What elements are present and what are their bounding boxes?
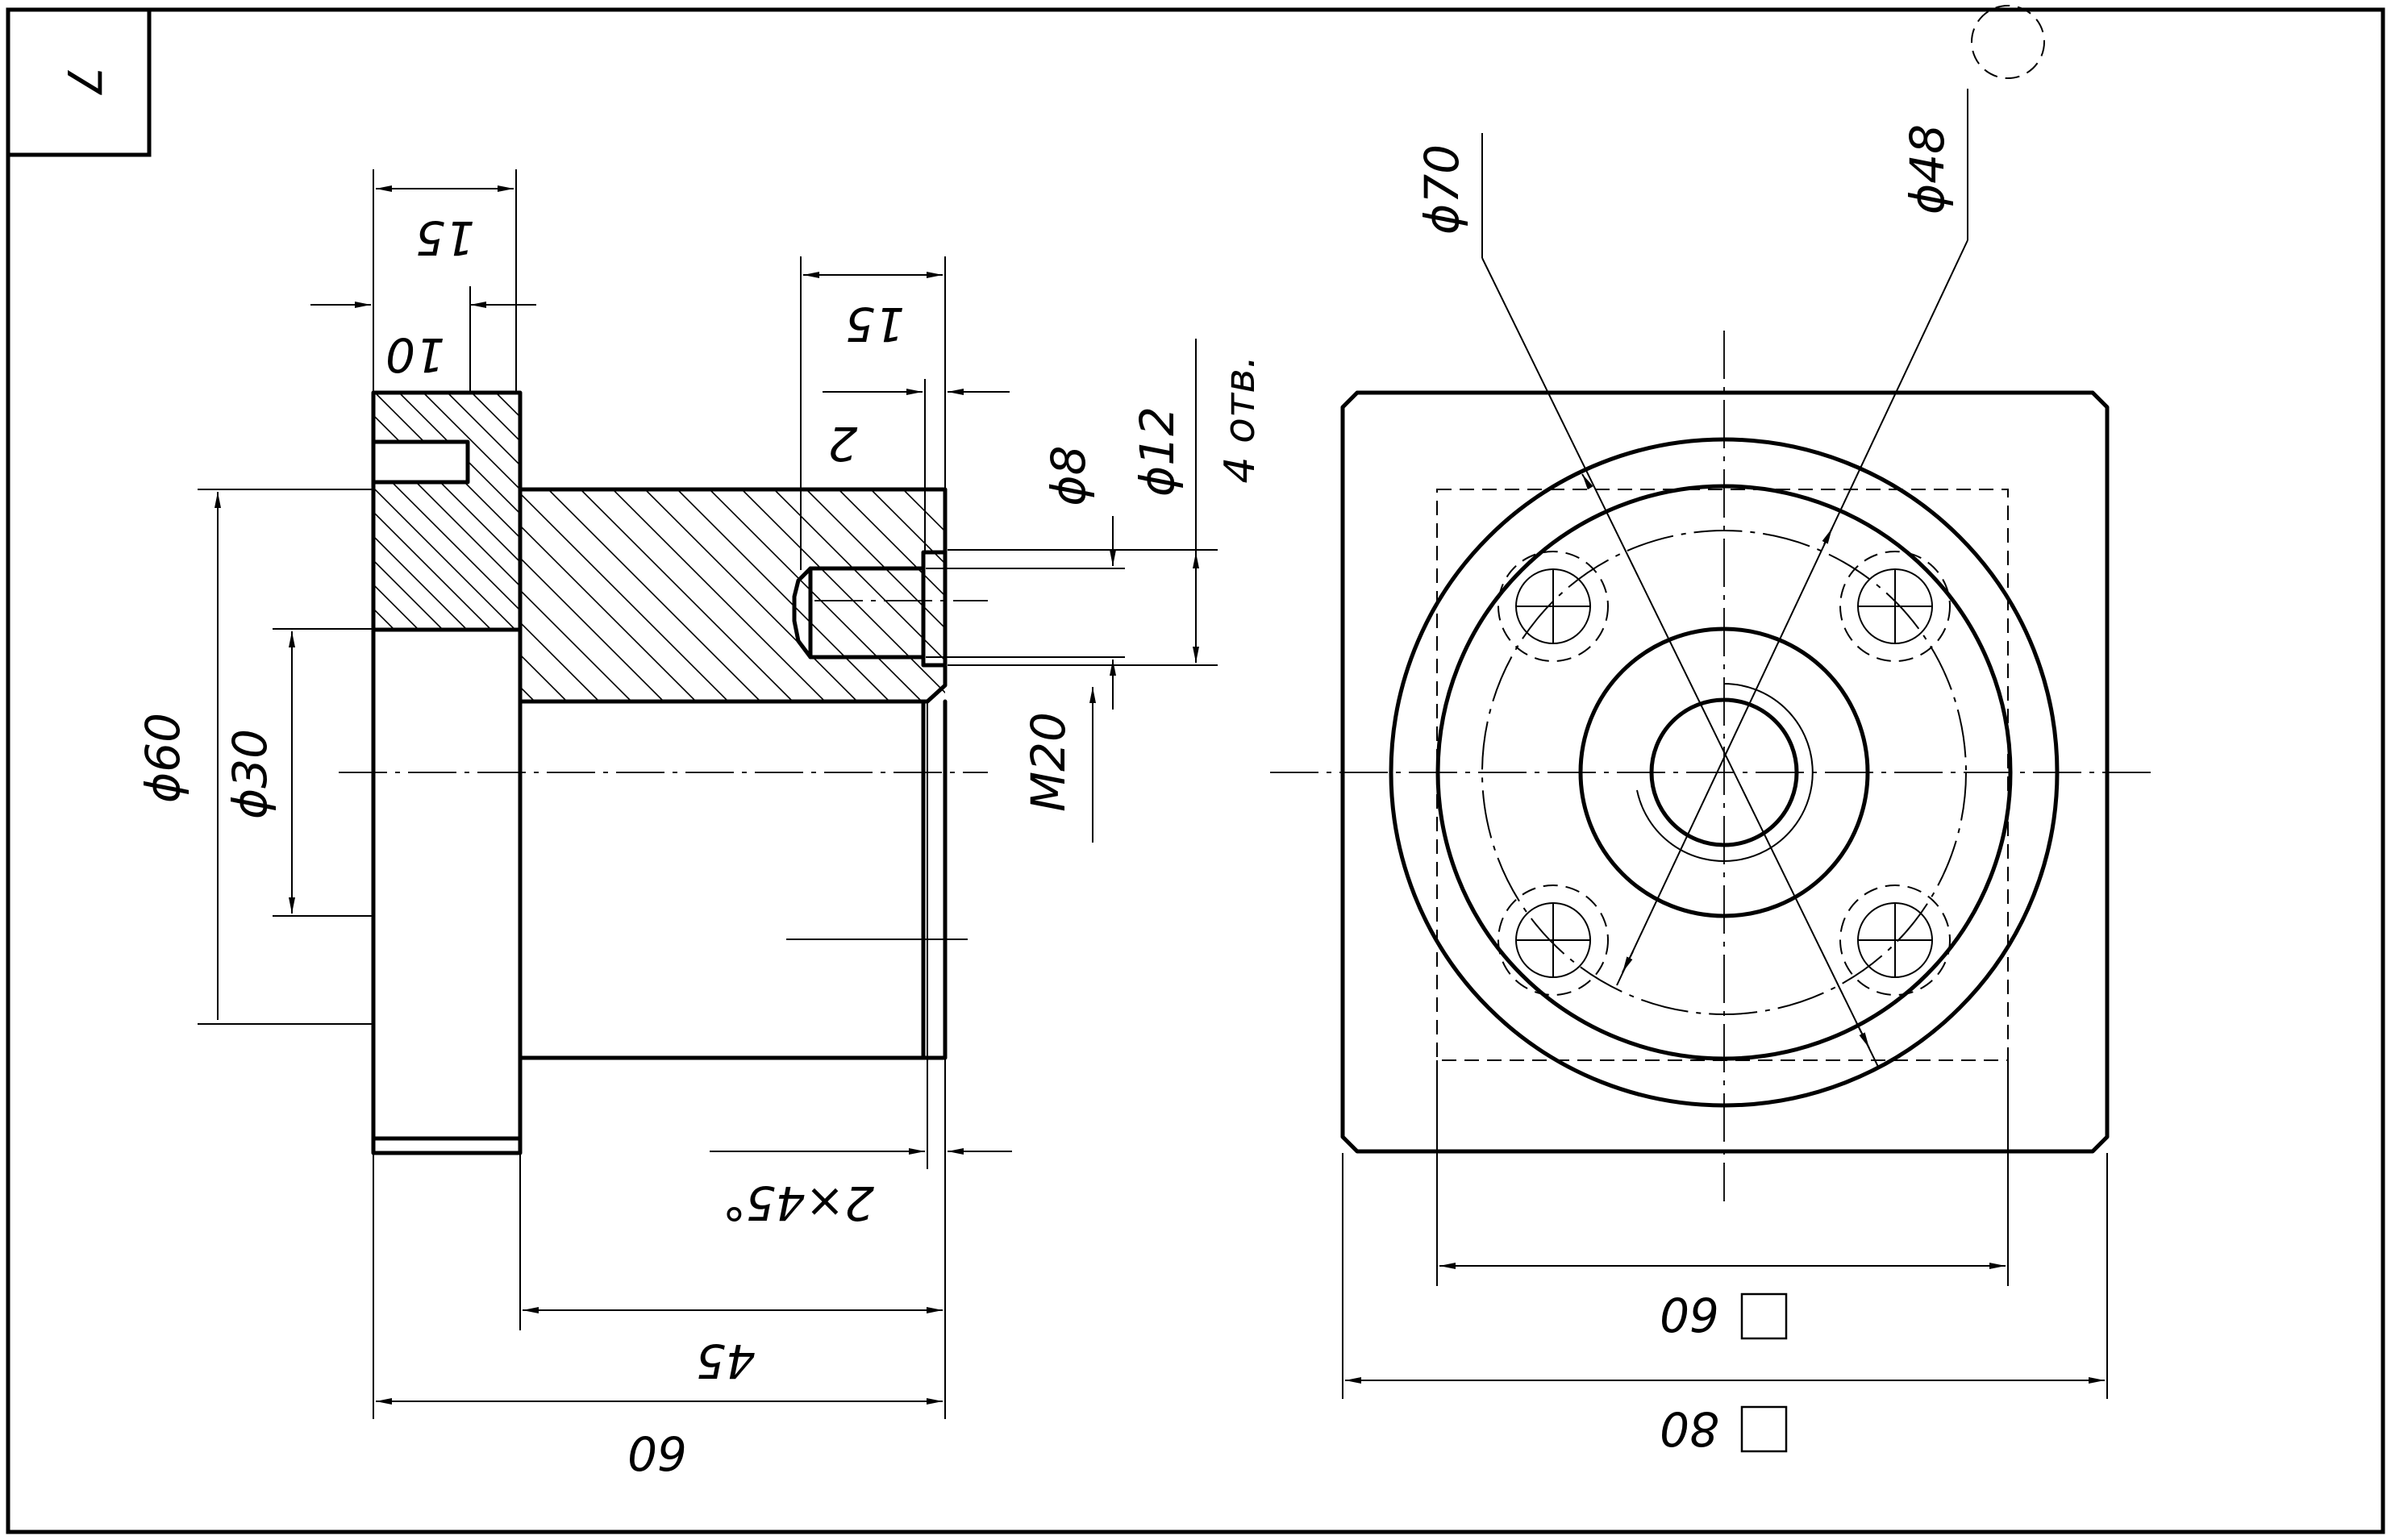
dim-width-15-right: 15: [845, 297, 905, 352]
square-symbol-60: [1740, 1292, 1788, 1340]
dim-length-60: 60: [627, 1426, 687, 1480]
hub-outline: [518, 487, 948, 704]
flange-slot: [371, 439, 470, 485]
section-hatching-body: [520, 489, 945, 701]
dim-width-2: 2: [828, 416, 858, 471]
dim-chamfer: 2×45°: [723, 1176, 874, 1230]
dim-square-60: 60: [1660, 1287, 1719, 1342]
section-hatching-flange: [373, 393, 520, 630]
dim-width-15-left: 15: [415, 210, 475, 265]
front-view: ϕ60 ϕ30 15 10 15 2 ϕ8: [135, 169, 1264, 1480]
bolt-hole-tr: [1839, 551, 1951, 662]
sheet-frame: [6, 7, 2385, 1534]
square-plate: [1340, 390, 2110, 1154]
dim-holes: 4 отв.: [1216, 356, 1264, 484]
bolt-hole-bl: [1497, 884, 1609, 996]
dim-d30: ϕ30: [223, 729, 277, 819]
dim-width-10: 10: [385, 327, 445, 382]
dim-thread-m20: M20: [1021, 712, 1076, 812]
dim-square-80: 80: [1660, 1401, 1719, 1456]
dim-d48: ϕ48: [1900, 124, 1955, 214]
dim-d12: ϕ12: [1130, 406, 1185, 497]
dim-d70: ϕ70: [1414, 144, 1469, 235]
sheet-number-box: [6, 7, 152, 157]
square-symbol-80: [1740, 1405, 1788, 1453]
dim-length-45: 45: [696, 1334, 756, 1388]
sheet-number: 7: [56, 66, 111, 96]
bolt-hole-tl: [1497, 551, 1609, 662]
bolt-hole-br: [1839, 884, 1951, 996]
side-view: ϕ70 ϕ48 60 80: [1270, 5, 2157, 1456]
dim-d60: ϕ60: [135, 713, 190, 803]
reference-circle-mark: [1971, 5, 2045, 79]
dim-d8: ϕ8: [1041, 445, 1096, 506]
